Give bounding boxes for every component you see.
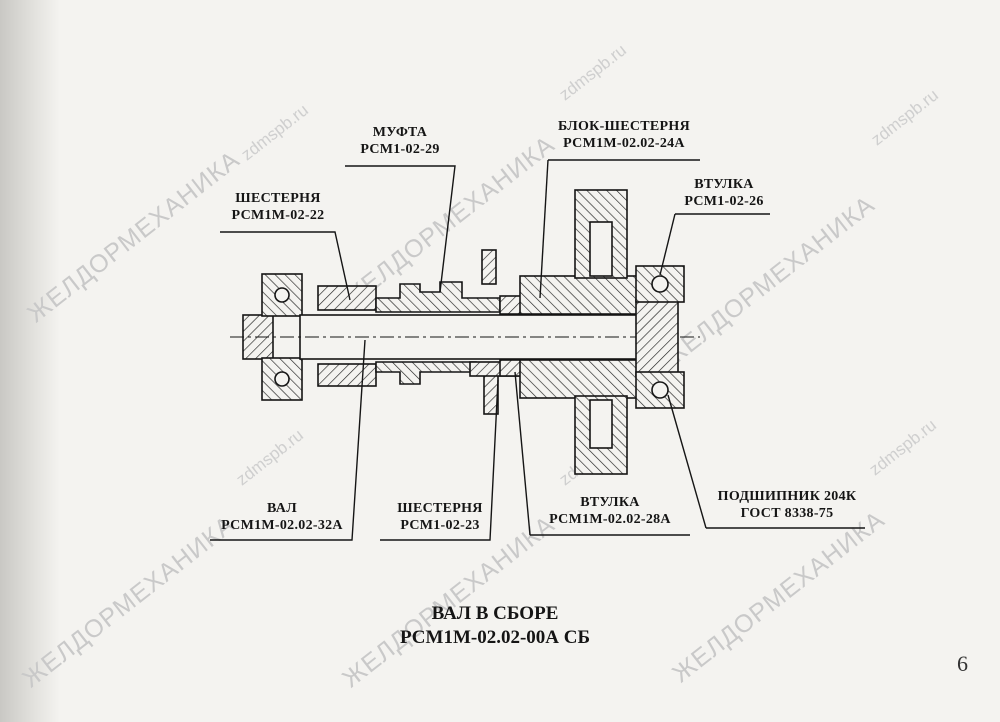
label-bushing-right: ВТУЛКА РСМ1-02-26	[678, 176, 770, 210]
title-line-1: ВАЛ В СБОРЕ	[431, 603, 559, 624]
label-code: РСМ1М-02.02-32А	[221, 518, 343, 533]
pin-upper	[481, 249, 497, 285]
label-name: МУФТА	[372, 125, 428, 140]
drawing-title: ВАЛ В СБОРЕ РСМ1М-02.02-00А СБ	[360, 602, 630, 650]
label-code: РСМ1М-02.02-24А	[563, 136, 685, 151]
leader-shaft	[210, 339, 366, 541]
label-code: РСМ1М-02-22	[231, 208, 325, 223]
leader-coupling	[345, 165, 456, 293]
page-edge-shadow	[0, 0, 60, 722]
label-code: РСМ1М-02.02-28А	[549, 512, 671, 527]
label-bushing-bottom: ВТУЛКА РСМ1М-02.02-28А	[532, 494, 688, 528]
label-gear-left: ШЕСТЕРНЯ РСМ1М-02-22	[218, 190, 338, 224]
right-ball-upper	[651, 275, 669, 293]
label-block-gear: БЛОК-ШЕСТЕРНЯ РСМ1М-02.02-24А	[548, 118, 700, 152]
block-gear-web-upper	[589, 221, 613, 277]
right-ball-lower	[651, 381, 669, 399]
left-gear-lower	[317, 363, 377, 387]
label-name: ШЕСТЕРНЯ	[235, 191, 321, 206]
label-name: ВАЛ	[267, 501, 297, 516]
label-shaft: ВАЛ РСМ1М-02.02-32А	[212, 500, 352, 534]
label-coupling: МУФТА РСМ1-02-29	[350, 124, 450, 158]
leader-bearing-rise	[667, 394, 707, 529]
block-gear-web-lower	[589, 399, 613, 449]
label-name: ВТУЛКА	[580, 495, 640, 510]
leader-gear-left	[220, 231, 351, 301]
label-code: РСМ1-02-26	[684, 194, 764, 209]
page-number: 6	[957, 651, 968, 676]
coupling-upper	[375, 281, 501, 313]
right-bushing	[635, 299, 679, 377]
leader-gear-bottom	[380, 379, 499, 541]
label-code: РСМ1-02-23	[400, 518, 480, 533]
label-code: РСМ1-02-29	[360, 142, 440, 157]
block-gear-hub-upper	[519, 275, 639, 315]
label-code: ГОСТ 8338-75	[740, 506, 834, 521]
label-name: БЛОК-ШЕСТЕРНЯ	[558, 119, 690, 134]
left-ball-upper	[274, 287, 290, 303]
leader-bushing-bottom-rise	[514, 371, 531, 536]
label-name: ШЕСТЕРНЯ	[397, 501, 483, 516]
coupling-lower	[375, 361, 477, 385]
title-line-2: РСМ1М-02.02-00А СБ	[399, 627, 591, 648]
label-bearing: ПОДШИПНИК 204К ГОСТ 8338-75	[708, 488, 866, 522]
leader-block-gear-drop	[539, 159, 549, 299]
label-gear-bottom: ШЕСТЕРНЯ РСМ1-02-23	[390, 500, 490, 534]
label-name: ВТУЛКА	[694, 177, 754, 192]
block-gear-hub-lower	[519, 359, 639, 399]
leader-bushing-right-drop	[659, 213, 676, 276]
label-name: ПОДШИПНИК 204К	[717, 489, 857, 504]
left-ball-lower	[274, 371, 290, 387]
